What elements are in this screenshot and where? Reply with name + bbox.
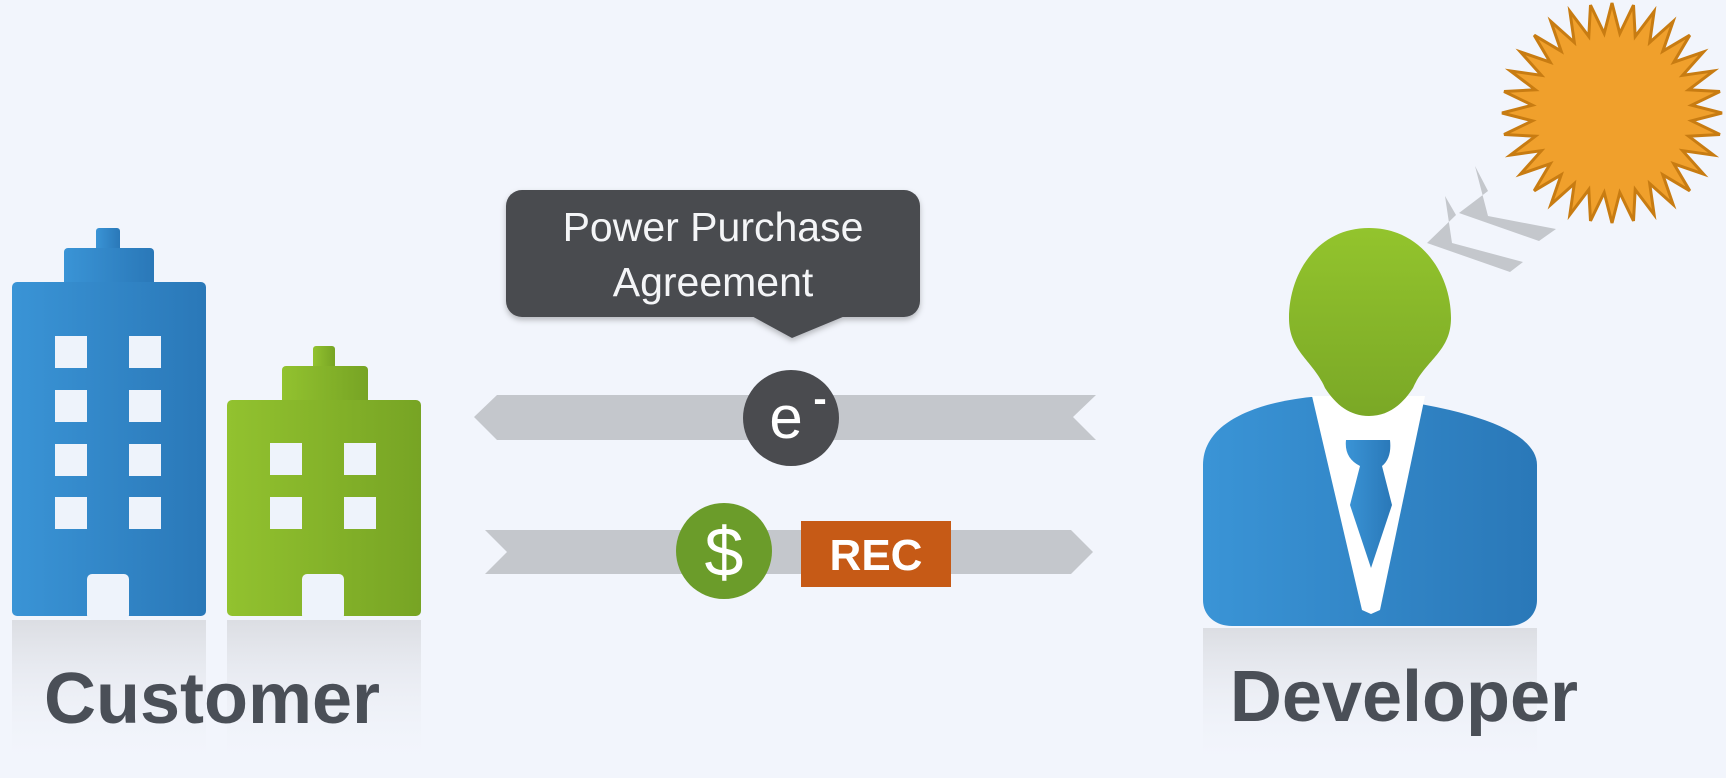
office-building-icon xyxy=(12,228,206,620)
developer-label: Developer xyxy=(1230,657,1578,737)
electron-charge: - xyxy=(813,377,826,421)
electron-symbol: e xyxy=(769,384,802,451)
payment-arrow xyxy=(485,530,1093,574)
person-icon xyxy=(1203,228,1537,626)
customer-label: Customer xyxy=(44,659,380,739)
agreement-bubble xyxy=(506,190,920,338)
rec-label: REC xyxy=(830,531,923,580)
electron-icon: e - xyxy=(743,370,839,466)
sun-rays-icon xyxy=(1427,166,1556,272)
buildings-reflection xyxy=(12,620,421,770)
developer-reflection xyxy=(1203,628,1537,770)
agreement-label-line2: Agreement xyxy=(613,259,814,305)
sun-icon xyxy=(1501,2,1723,224)
dollar-symbol: $ xyxy=(705,513,744,591)
small-building-icon xyxy=(227,346,421,620)
dollar-icon: $ xyxy=(676,503,772,599)
rec-badge: REC xyxy=(801,521,951,587)
agreement-label-line1: Power Purchase xyxy=(563,204,864,250)
